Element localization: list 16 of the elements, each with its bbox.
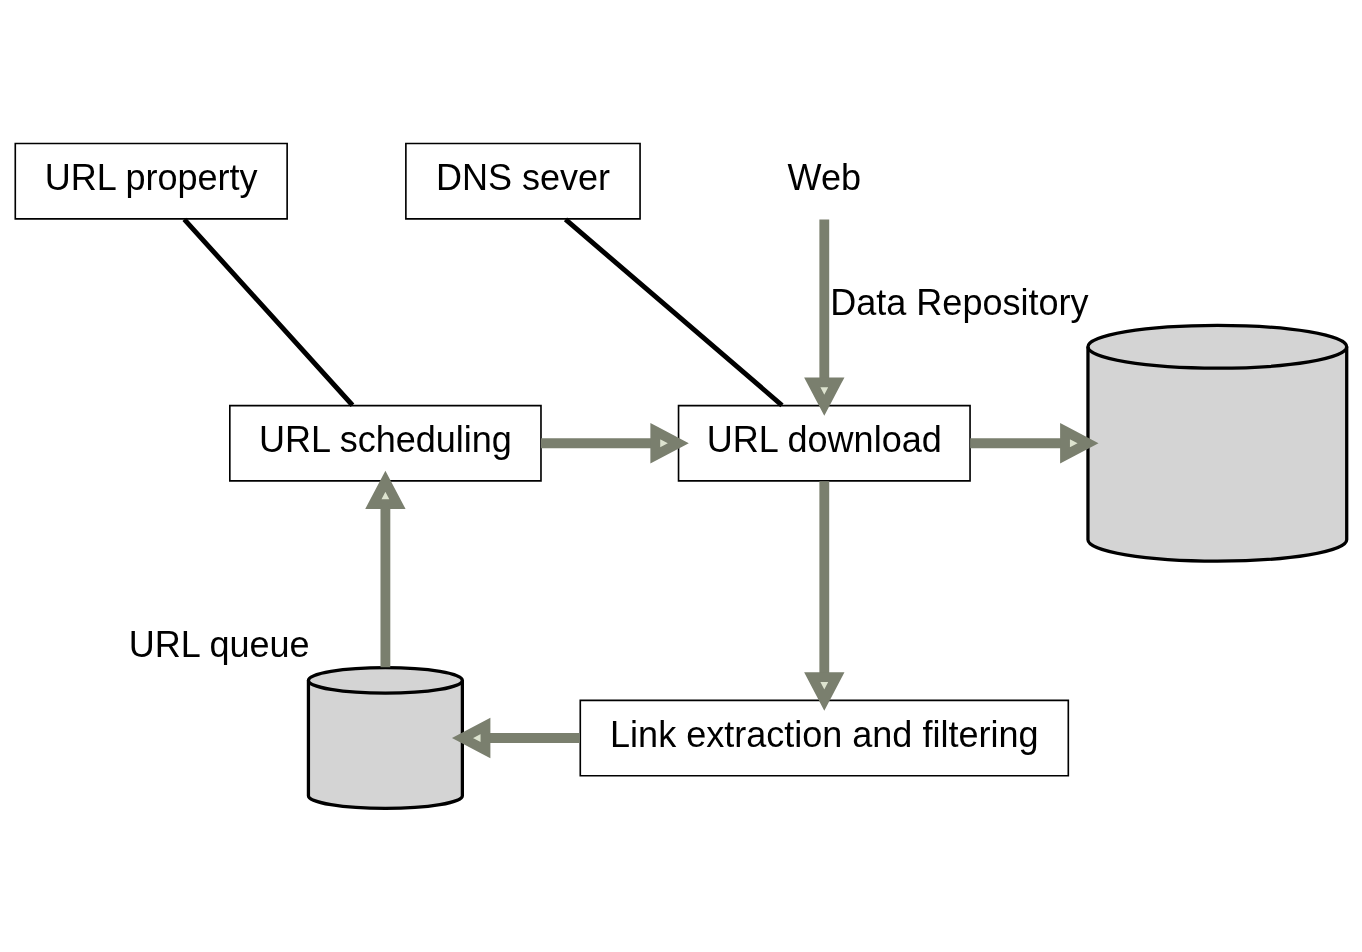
arrow [804,219,845,416]
connector [563,217,784,408]
connector [182,217,355,407]
node-label: URL queue [128,624,310,666]
arrow [451,717,580,759]
node-box: Link extraction and filtering [579,699,1070,777]
node-box: URL download [677,404,971,482]
node-label: Data Repository [830,281,1089,323]
node-box: URL scheduling [229,404,542,482]
node-box: DNS sever [405,142,641,220]
arrow [365,470,406,668]
node-box: URL property [14,142,288,220]
arrow [804,481,845,711]
node-text: Web [787,157,861,199]
arrow [970,423,1099,464]
arrow [541,423,689,464]
